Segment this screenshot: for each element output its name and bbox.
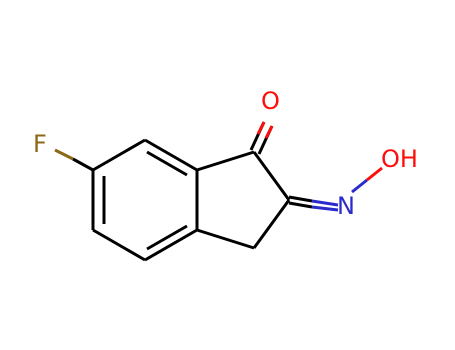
bond-c4-c5 <box>92 228 146 262</box>
bond-double-inner-1 <box>146 150 188 177</box>
bond-no-red <box>366 166 383 182</box>
bond-ch2-c3 <box>196 228 255 250</box>
bond-c1-c2 <box>144 138 198 172</box>
bond-double-inner-2 <box>146 224 188 251</box>
atom-label-hydroxyl: OH <box>381 145 418 173</box>
c-f-bond <box>54 148 94 172</box>
cyclopentanone-ring <box>196 150 291 250</box>
bond-cf-brown <box>54 148 74 161</box>
bond-co-b-red <box>264 125 274 139</box>
bond-cn-a-blue <box>311 199 339 207</box>
oxime-double-bond <box>288 195 339 212</box>
benzene-ring <box>91 138 199 262</box>
bond-c2-carbonyl <box>196 150 255 172</box>
bond-cn-b-blue <box>311 205 339 212</box>
bond-cn-a <box>288 195 313 203</box>
n-o-bond <box>351 166 383 194</box>
atom-label-ketone-oxygen: O <box>261 87 280 115</box>
bond-co-a-red <box>256 121 266 135</box>
bond-c6-c1 <box>92 138 146 172</box>
bond-cf-black <box>72 157 94 172</box>
carbonyl-bond <box>249 121 274 155</box>
bond-c3-c4 <box>144 228 198 262</box>
bond-cn-b <box>288 201 313 209</box>
bond-no-blue <box>351 178 368 194</box>
bond-carbonyl-c-oxime <box>252 151 291 201</box>
atom-label-fluorine: F <box>33 130 47 158</box>
atom-label-oxime-nitrogen: N <box>337 192 355 220</box>
bond-c-oxime-ch2 <box>252 199 291 249</box>
